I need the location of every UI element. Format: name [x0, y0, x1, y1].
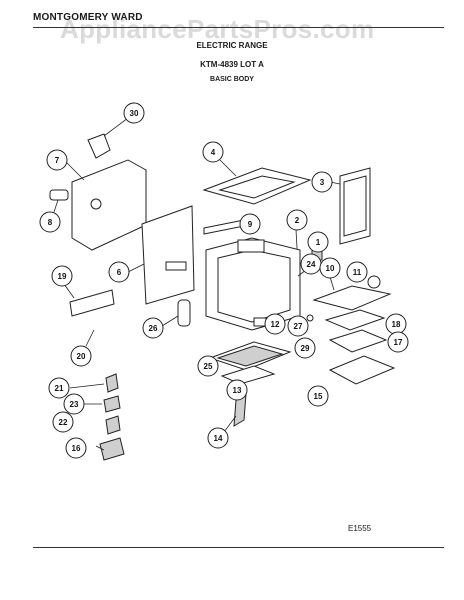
- svg-text:1: 1: [316, 238, 321, 247]
- top-divider: [33, 27, 444, 28]
- part-10-rack: [312, 285, 392, 311]
- svg-text:14: 14: [214, 434, 223, 443]
- svg-text:19: 19: [58, 272, 67, 281]
- svg-text:25: 25: [204, 362, 213, 371]
- callout-2: 2: [286, 209, 308, 231]
- callout-22: 22: [52, 411, 74, 433]
- callout-21: 21: [48, 377, 70, 399]
- part-15-pan-insert: [328, 355, 396, 385]
- part-16-switch: [99, 437, 125, 461]
- brand-label: MONTGOMERY WARD: [33, 12, 143, 23]
- svg-text:9: 9: [248, 220, 253, 229]
- callout-10: 10: [319, 257, 341, 279]
- part-6-control-cutout: [165, 261, 187, 271]
- svg-text:2: 2: [295, 216, 300, 225]
- callout-25: 25: [197, 355, 219, 377]
- part-3-door-inner: [343, 175, 367, 237]
- callout-19: 19: [51, 265, 73, 287]
- callout-29: 29: [294, 337, 316, 359]
- part-25-bottom-panel-inset: [216, 345, 284, 367]
- svg-text:11: 11: [353, 268, 362, 277]
- section-title: BASIC BODY: [210, 76, 254, 83]
- svg-text:20: 20: [77, 352, 86, 361]
- part-23-switch: [103, 395, 121, 413]
- callout-7: 7: [46, 149, 68, 171]
- part-21-switch: [105, 373, 119, 393]
- callout-1: 1: [307, 231, 329, 253]
- part-30-bracket: [87, 133, 111, 159]
- svg-text:16: 16: [72, 444, 81, 453]
- svg-text:27: 27: [294, 322, 303, 331]
- part-18-broiler-grid: [324, 309, 386, 331]
- part-17-broiler-pan: [328, 329, 388, 353]
- callout-18: 18: [385, 313, 407, 335]
- svg-text:10: 10: [326, 264, 335, 273]
- model-number: KTM-4839 LOT A: [200, 60, 264, 69]
- bottom-divider: [33, 547, 444, 548]
- part-6-side-panel: [141, 205, 195, 305]
- svg-text:21: 21: [55, 384, 64, 393]
- callout-8: 8: [39, 211, 61, 233]
- callout-15: 15: [307, 385, 329, 407]
- callout-12: 12: [264, 313, 286, 335]
- part-27-screw: [306, 314, 314, 322]
- part-12-clip: [253, 317, 267, 327]
- svg-text:13: 13: [233, 386, 242, 395]
- part-13-frame: [220, 365, 276, 385]
- svg-text:4: 4: [211, 148, 216, 157]
- control-panel-area: [237, 239, 265, 253]
- callout-30: 30: [123, 102, 145, 124]
- svg-text:17: 17: [394, 338, 403, 347]
- callout-17: 17: [387, 331, 409, 353]
- watermark: AppliancePartsPros.com: [60, 14, 375, 44]
- callout-20: 20: [70, 345, 92, 367]
- svg-text:26: 26: [149, 324, 158, 333]
- part-9-strip: [203, 219, 245, 235]
- callout-23: 23: [63, 393, 85, 415]
- part-11-knob: [367, 275, 381, 289]
- svg-text:22: 22: [59, 418, 68, 427]
- part-26-light-socket: [177, 299, 191, 327]
- part-22-switch: [105, 415, 121, 435]
- oven-cavity-front: [217, 249, 291, 323]
- part-4-top-panel-inset: [218, 175, 296, 199]
- svg-text:12: 12: [271, 320, 280, 329]
- drawing-code: E1555: [348, 524, 372, 533]
- callout-16: 16: [65, 437, 87, 459]
- callout-6: 6: [108, 261, 130, 283]
- callout-27: 27: [287, 315, 309, 337]
- svg-text:30: 30: [130, 109, 139, 118]
- callout-4: 4: [202, 141, 224, 163]
- callout-11: 11: [346, 261, 368, 283]
- svg-text:8: 8: [48, 218, 53, 227]
- part-19-terminal-block: [69, 289, 115, 317]
- part-7-rear-panel: [71, 159, 147, 251]
- callout-24: 24: [300, 253, 322, 275]
- callout-9: 9: [239, 213, 261, 235]
- svg-text:23: 23: [70, 400, 79, 409]
- svg-text:6: 6: [117, 268, 122, 277]
- svg-text:18: 18: [392, 320, 401, 329]
- callout-13: 13: [226, 379, 248, 401]
- part-7-hole: [90, 198, 102, 210]
- svg-text:15: 15: [314, 392, 323, 401]
- svg-text:7: 7: [55, 156, 60, 165]
- svg-text:24: 24: [307, 260, 316, 269]
- svg-text:29: 29: [301, 344, 310, 353]
- diagram-title: ELECTRIC RANGE: [196, 41, 268, 50]
- part-8-grommet: [49, 189, 69, 201]
- callout-14: 14: [207, 427, 229, 449]
- callout-26: 26: [142, 317, 164, 339]
- callout-3: 3: [311, 171, 333, 193]
- svg-text:3: 3: [320, 178, 325, 187]
